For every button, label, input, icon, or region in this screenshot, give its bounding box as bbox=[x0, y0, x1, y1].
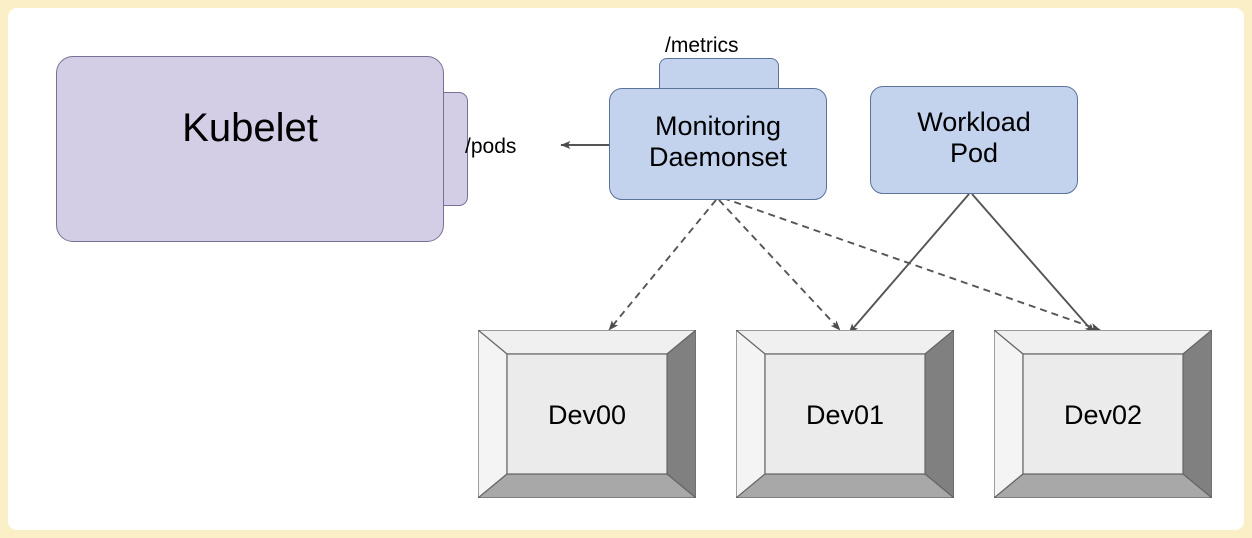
edge-workload-to-dev02 bbox=[971, 193, 1095, 334]
dev00-shape bbox=[478, 330, 696, 498]
metrics-endpoint-label: /metrics bbox=[665, 34, 739, 57]
monitoring-daemonset-node[interactable]: Monitoring Daemonset bbox=[609, 88, 827, 200]
dev02-node[interactable]: Dev02 bbox=[994, 330, 1212, 498]
kubelet-label: Kubelet bbox=[182, 106, 318, 150]
monitoring-daemonset-label: Monitoring Daemonset bbox=[648, 111, 788, 173]
edge-monitoring-to-dev01 bbox=[718, 199, 841, 331]
dev00-node[interactable]: Dev00 bbox=[478, 330, 696, 498]
pods-endpoint-label: /pods bbox=[465, 135, 517, 158]
kubelet-node[interactable]: Kubelet bbox=[56, 56, 444, 242]
edge-monitoring-to-dev00 bbox=[608, 199, 717, 331]
workload-pod-label: Workload Pod bbox=[917, 107, 1031, 169]
edge-monitoring-to-dev02 bbox=[722, 197, 1101, 331]
diagram-canvas: Kubelet /pods /metrics Monitoring Daemon… bbox=[8, 8, 1244, 530]
dev02-shape bbox=[994, 330, 1212, 498]
edge-workload-to-dev01 bbox=[848, 193, 970, 334]
dev01-shape bbox=[736, 330, 954, 498]
workload-pod-node[interactable]: Workload Pod bbox=[870, 86, 1078, 194]
dev01-node[interactable]: Dev01 bbox=[736, 330, 954, 498]
